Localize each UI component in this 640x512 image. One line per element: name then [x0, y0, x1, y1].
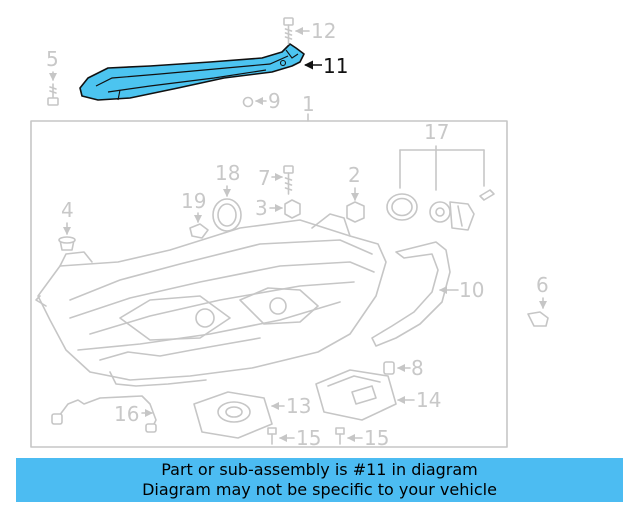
callout-2: 2: [348, 163, 361, 187]
callout-17: 17: [424, 120, 449, 144]
callout-12: 12: [311, 19, 336, 43]
ballast-part-13[interactable]: [193, 391, 273, 439]
info-banner: Part or sub-assembly is #11 in diagram D…: [16, 458, 623, 502]
callout-5: 5: [46, 47, 59, 71]
bulb-part-17[interactable]: [429, 201, 475, 231]
assembly-1-frame: [30, 120, 508, 448]
seal-ring-part-17[interactable]: [386, 193, 418, 221]
wire-harness-part-16[interactable]: [51, 395, 157, 433]
banner-line-1: Part or sub-assembly is #11 in diagram: [161, 460, 478, 479]
callout-10: 10: [459, 278, 484, 302]
callout-9: 9: [268, 89, 281, 113]
screw-part-7[interactable]: [283, 165, 294, 195]
clip-part-8[interactable]: [383, 361, 395, 375]
callout-19: 19: [181, 189, 206, 213]
screw-part-15-right[interactable]: [335, 427, 345, 445]
clip-part-19[interactable]: [189, 223, 209, 239]
callout-18: 18: [215, 161, 240, 185]
callout-15-right: 15: [364, 426, 389, 450]
callout-3: 3: [255, 196, 268, 220]
nut-part-3[interactable]: [284, 199, 301, 219]
bolt-part-5[interactable]: [47, 71, 59, 106]
bolt-part-12[interactable]: [283, 17, 310, 45]
callout-16: 16: [114, 402, 139, 426]
headlamp-assembly[interactable]: [35, 213, 387, 387]
bracket-part-11[interactable]: [79, 43, 305, 101]
callout-1: 1: [302, 92, 315, 116]
seal-strip-part-10[interactable]: [371, 241, 451, 347]
grommet-part-4[interactable]: [58, 236, 76, 251]
callout-13: 13: [286, 394, 311, 418]
callout-14: 14: [416, 388, 441, 412]
callout-15-left: 15: [296, 426, 321, 450]
screw-part-15-left[interactable]: [267, 427, 277, 445]
banner-line-2: Diagram may not be specific to your vehi…: [142, 480, 497, 499]
fastener-part-2[interactable]: [346, 201, 365, 223]
callout-7: 7: [258, 166, 271, 190]
callout-17-leaders: [399, 145, 485, 191]
callout-6: 6: [536, 273, 549, 297]
callout-4: 4: [61, 198, 74, 222]
callout-11: 11: [323, 54, 348, 78]
bolt-part-6[interactable]: [527, 311, 549, 327]
control-module-part-14[interactable]: [315, 369, 397, 421]
callout-8: 8: [411, 356, 424, 380]
ring-part-18[interactable]: [212, 198, 242, 232]
nut-part-9[interactable]: [242, 96, 267, 108]
screw-part-17[interactable]: [479, 189, 495, 201]
